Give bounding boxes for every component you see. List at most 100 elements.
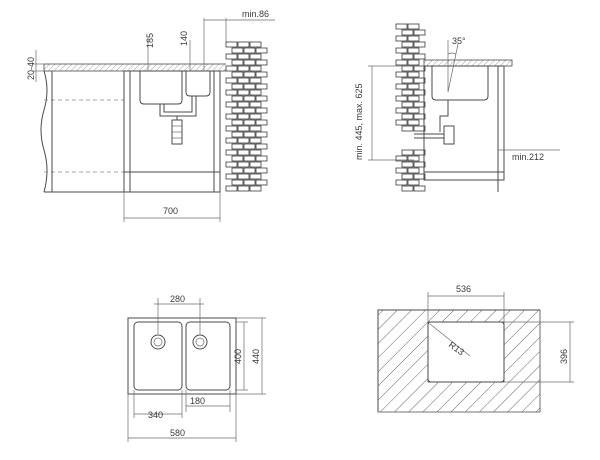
side-brick — [401, 65, 414, 72]
front-brick — [255, 83, 268, 90]
front-brick — [243, 83, 256, 90]
front-brick — [237, 149, 250, 156]
front-brick — [255, 155, 268, 162]
front-brick — [225, 53, 238, 60]
front-brick — [249, 161, 262, 168]
top-dim-left-bowl: 340 — [148, 410, 163, 420]
side-brick — [413, 149, 426, 156]
front-brick — [249, 125, 262, 132]
front-brick — [237, 65, 250, 72]
front-brick — [243, 131, 256, 138]
side-brick — [401, 113, 414, 120]
front-brick — [255, 107, 268, 114]
cutout-hatched-worktop — [377, 309, 541, 413]
front-brick — [231, 71, 244, 78]
side-bowl — [431, 66, 489, 101]
front-brick — [225, 89, 238, 96]
front-brick — [243, 143, 256, 150]
cutout-view: 536 R13 396 — [377, 284, 574, 413]
front-brick — [243, 119, 256, 126]
side-brick — [395, 71, 408, 78]
side-brick — [413, 185, 426, 192]
side-brick — [413, 53, 426, 60]
front-brick — [225, 113, 238, 120]
side-brick — [395, 95, 408, 102]
front-brick — [249, 173, 262, 180]
side-brick — [395, 35, 408, 42]
front-brick — [225, 125, 238, 132]
side-brick — [401, 125, 414, 132]
front-brick — [243, 71, 256, 78]
front-brick — [255, 59, 268, 66]
side-brick — [413, 89, 426, 96]
top-bowl-right — [185, 321, 231, 391]
side-brick — [407, 35, 420, 42]
front-brick — [249, 113, 262, 120]
cutout-opening — [427, 321, 505, 383]
front-brick — [237, 185, 250, 192]
side-brick — [395, 167, 408, 174]
top-dim-right-bowl: 180 — [190, 396, 205, 406]
front-brick — [249, 185, 262, 192]
front-brick — [243, 155, 256, 162]
front-brick — [237, 41, 250, 48]
side-brick — [395, 107, 408, 114]
side-brick — [401, 149, 414, 156]
side-worktop — [423, 59, 513, 67]
front-brick — [249, 77, 262, 84]
side-brick — [413, 101, 426, 108]
front-brick — [249, 41, 262, 48]
side-dim-angle: 35° — [452, 36, 466, 46]
front-brick — [231, 119, 244, 126]
side-brick — [401, 185, 414, 192]
front-brick — [225, 101, 238, 108]
front-dim-worktop: 20-40 — [26, 57, 36, 80]
top-drain-left — [150, 334, 166, 350]
front-brick — [255, 167, 268, 174]
front-brick — [225, 161, 238, 168]
front-drain-pipe — [159, 96, 197, 117]
side-brick — [401, 77, 414, 84]
top-dim-height-inner: 400 — [233, 349, 243, 364]
front-brick — [231, 167, 244, 174]
front-dim-min-side: min.86 — [242, 9, 269, 19]
front-elevation-view: min.86 185 140 20-40 700 — [26, 9, 275, 222]
top-view: 280 400 440 340 180 580 — [127, 294, 266, 442]
side-brick — [395, 83, 408, 90]
side-brick — [395, 59, 408, 66]
side-brick — [413, 173, 426, 180]
front-brick — [225, 41, 238, 48]
side-brick — [395, 47, 408, 54]
side-brick — [401, 173, 414, 180]
side-brick — [395, 179, 408, 186]
side-brick — [413, 113, 426, 120]
side-brick-wall — [395, 23, 426, 192]
front-brick — [237, 161, 250, 168]
side-cabinet — [423, 65, 505, 181]
front-brick — [237, 77, 250, 84]
side-brick — [401, 101, 414, 108]
front-brick — [225, 185, 238, 192]
front-brick — [231, 47, 244, 54]
front-brick — [225, 65, 238, 72]
front-brick — [231, 59, 244, 66]
side-brick — [407, 119, 420, 126]
side-brick — [401, 89, 414, 96]
front-brick — [237, 173, 250, 180]
front-brick — [231, 179, 244, 186]
cutout-dim-radius: R13 — [447, 340, 466, 358]
front-brick — [249, 65, 262, 72]
cutout-dim-height: 396 — [559, 349, 569, 364]
front-brick — [243, 107, 256, 114]
side-brick — [401, 29, 414, 36]
front-brick — [255, 47, 268, 54]
side-elevation-view: 35° min. 445, max. 625 min.212 — [354, 23, 560, 192]
front-brick — [231, 95, 244, 102]
front-brick — [249, 101, 262, 108]
front-brick — [249, 89, 262, 96]
front-brick — [255, 95, 268, 102]
front-brick — [225, 77, 238, 84]
side-brick — [407, 107, 420, 114]
